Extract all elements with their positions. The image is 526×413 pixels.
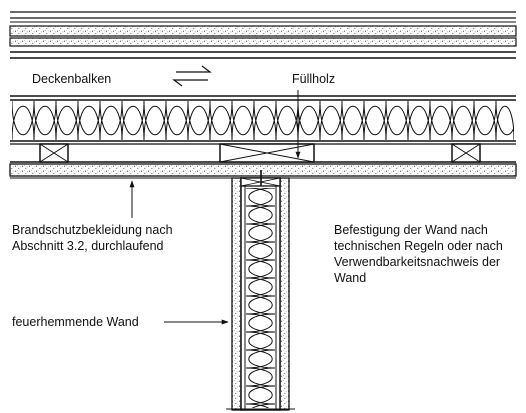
label-fixing-line1: Befestigung der Wand nach bbox=[334, 223, 488, 237]
wall-insulation bbox=[246, 188, 275, 408]
screed-layer bbox=[9, 25, 517, 37]
label-cladding-line2: Abschnitt 3.2, durchlaufend bbox=[12, 239, 164, 253]
label-fixing-line3: Verwendbarkeitsnachweis der bbox=[334, 255, 500, 269]
fire-protection-cladding bbox=[9, 163, 517, 177]
wall-insulation-hatch bbox=[246, 188, 275, 408]
wall-cladding-left bbox=[231, 177, 242, 411]
board-layer bbox=[9, 37, 517, 47]
floor-buildup bbox=[9, 11, 517, 59]
label-fixing-line2: technischen Regeln oder nach bbox=[334, 239, 503, 253]
beam-zone bbox=[9, 95, 517, 179]
labels: Deckenbalken Füllholz Brandschutzbekleid… bbox=[12, 65, 503, 329]
insulation-layer bbox=[12, 101, 514, 140]
filler-timber bbox=[219, 143, 315, 163]
label-fixing-line4: Wand bbox=[334, 271, 366, 285]
batten-left bbox=[39, 143, 69, 163]
label-beam: Deckenbalken bbox=[32, 72, 111, 86]
insulation-hatch bbox=[12, 101, 514, 140]
label-cladding-line1: Brandschutzbekleidung nach bbox=[12, 223, 173, 237]
fire-resistant-wall bbox=[226, 170, 295, 411]
wall-cladding-right bbox=[279, 177, 290, 411]
direction-symbol bbox=[172, 65, 212, 87]
label-wall: feuerhemmende Wand bbox=[12, 315, 139, 329]
batten-right bbox=[451, 143, 481, 163]
label-filler: Füllholz bbox=[292, 72, 335, 86]
